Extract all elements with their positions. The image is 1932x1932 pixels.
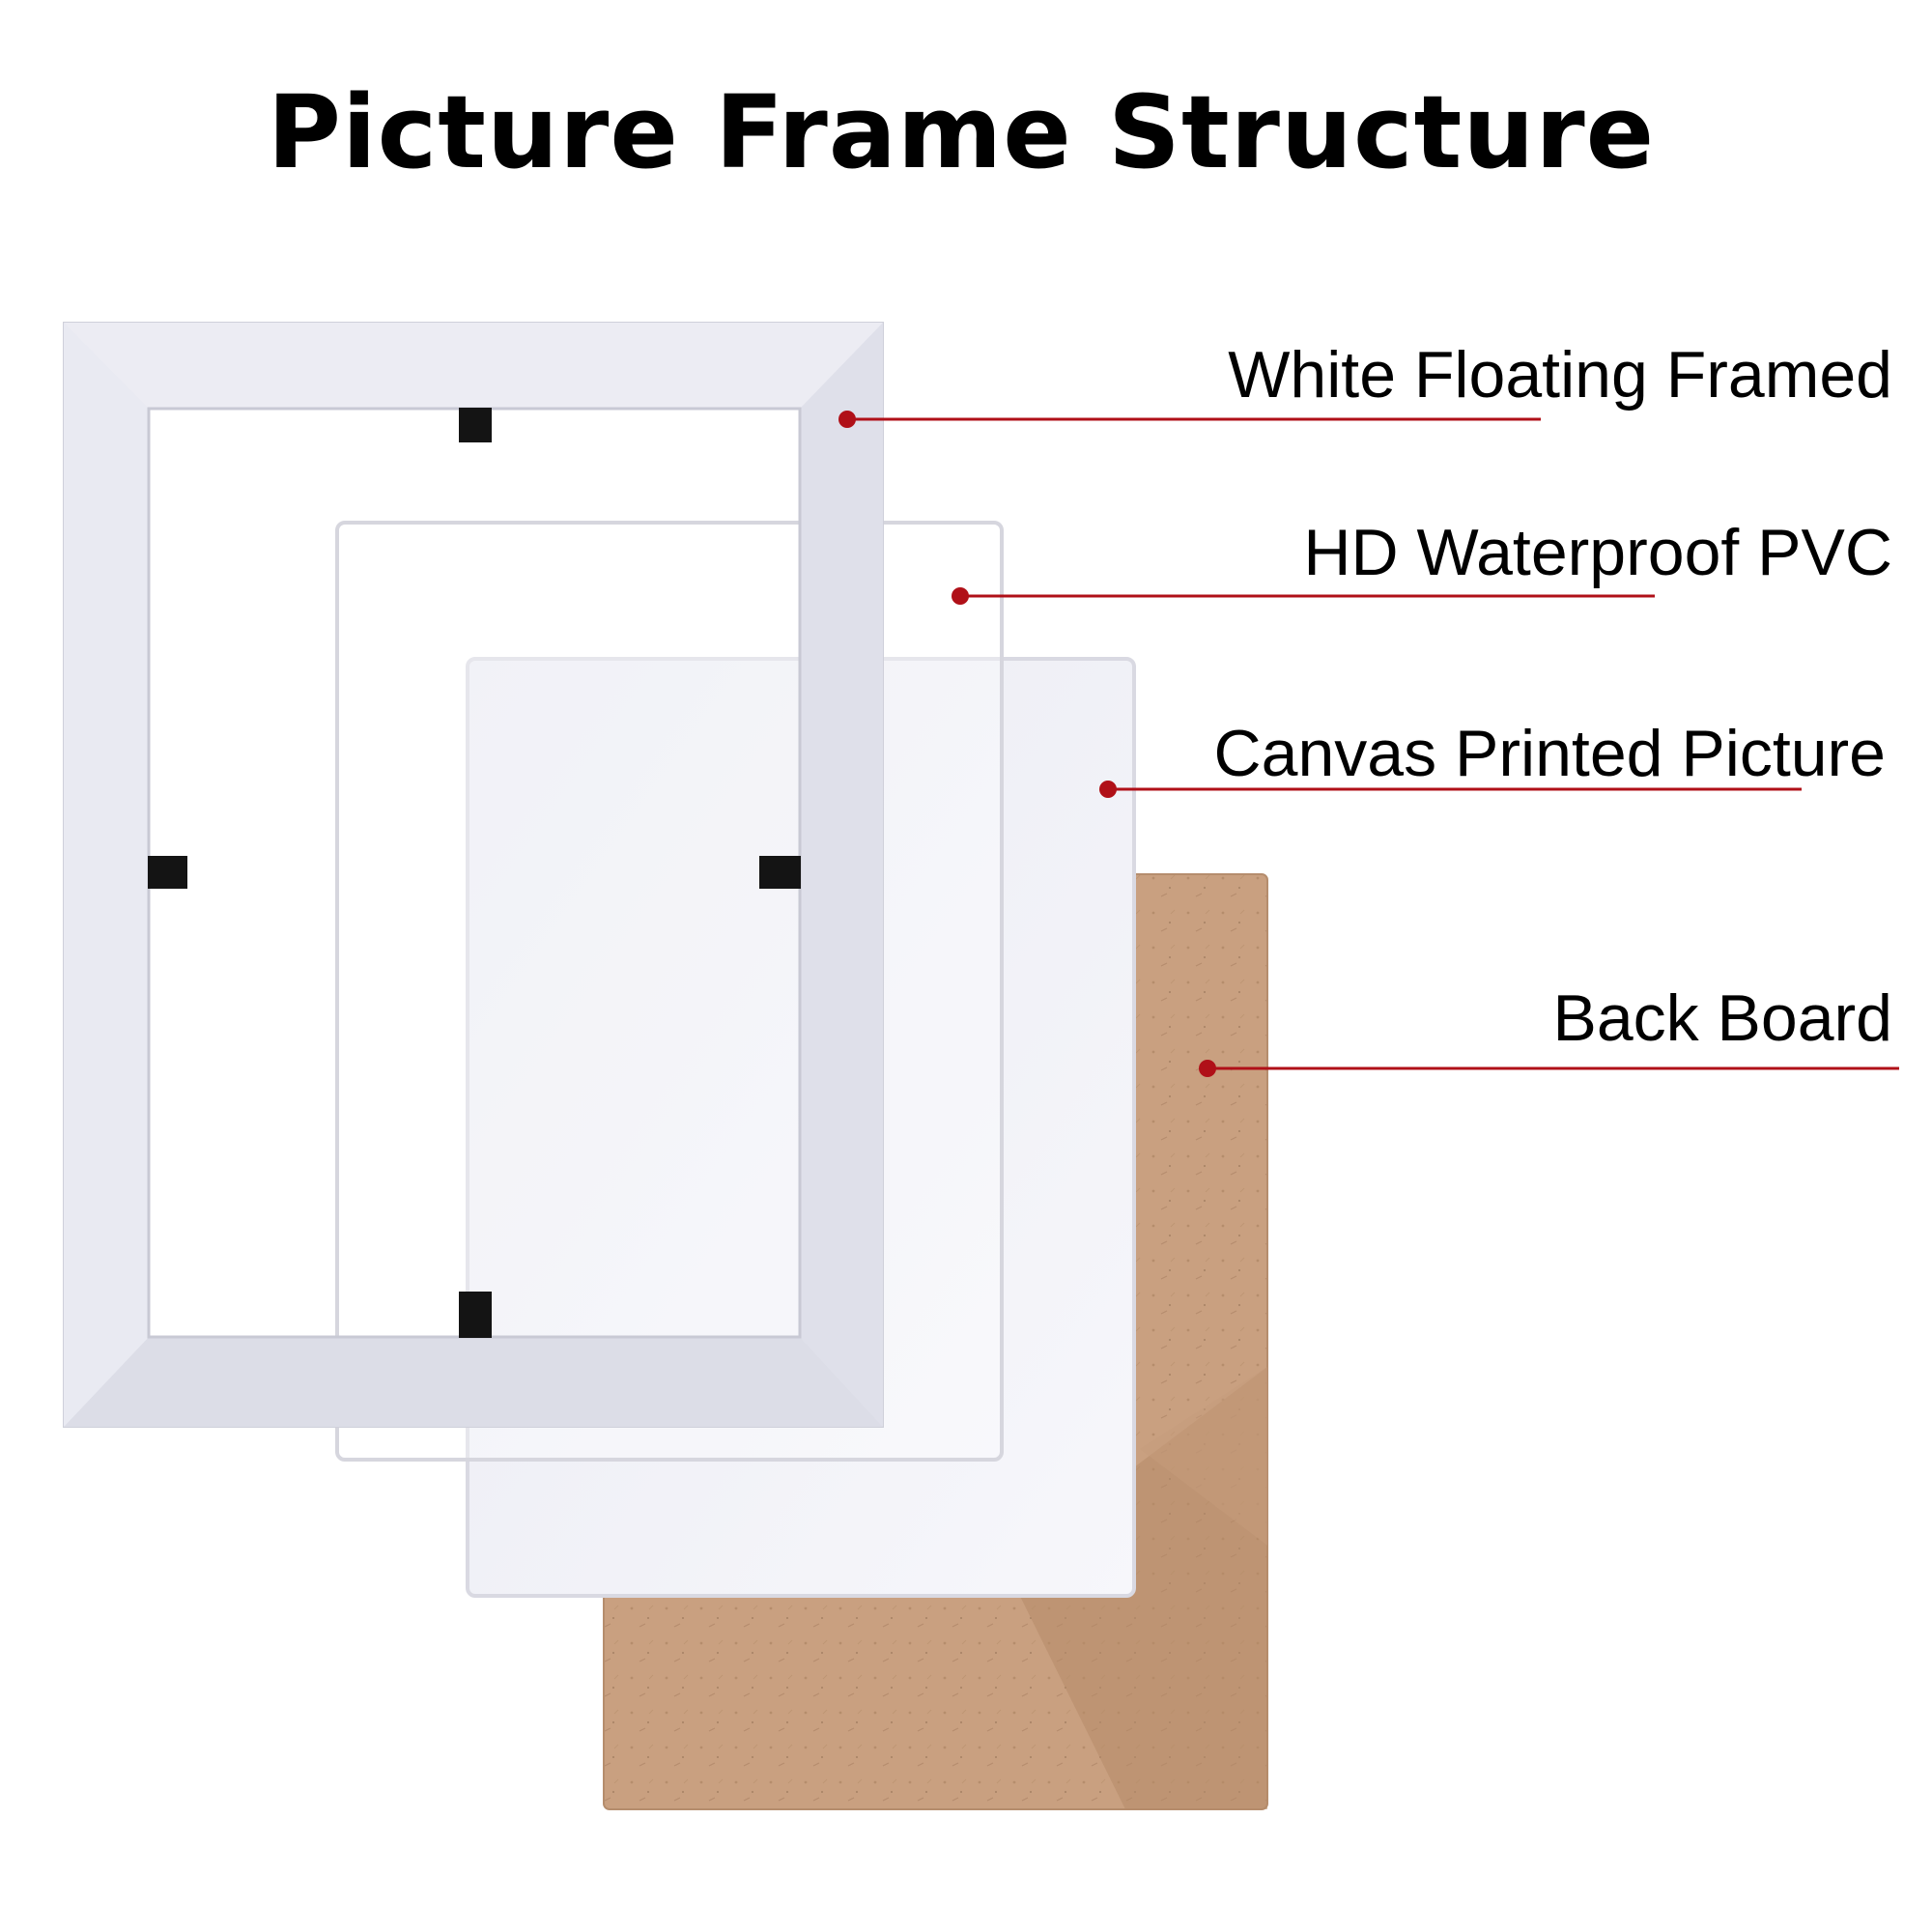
label-canvas-printed-picture: Canvas Printed Picture [1213, 717, 1886, 790]
white-floating-frame [63, 322, 884, 1428]
callout-pvc [952, 587, 1655, 605]
callout-canvas [1099, 781, 1802, 798]
callout-dot-frame [838, 411, 856, 428]
frame-clip-left [148, 856, 187, 889]
pvc-sheet [335, 521, 1004, 1462]
callout-back [1199, 1060, 1899, 1077]
frame-clip-top [459, 408, 492, 442]
label-hd-waterproof-pvc: HD Waterproof PVC [1303, 516, 1892, 589]
callout-dot-canvas [1099, 781, 1117, 798]
diagram-title: Picture Frame Structure [267, 73, 1656, 191]
frame-clip-bottom [459, 1292, 492, 1338]
label-back-board: Back Board [1552, 981, 1892, 1055]
frame-clip-right [759, 856, 801, 889]
frame-top-bevel [64, 323, 883, 409]
callout-frame [838, 411, 1541, 428]
frame-left-bevel [64, 323, 149, 1427]
frame-right-bevel [800, 323, 883, 1427]
label-white-floating-framed: White Floating Framed [1228, 338, 1892, 412]
callout-dot-back [1199, 1060, 1216, 1077]
frame-bottom-bevel [64, 1337, 883, 1427]
callout-dot-pvc [952, 587, 969, 605]
